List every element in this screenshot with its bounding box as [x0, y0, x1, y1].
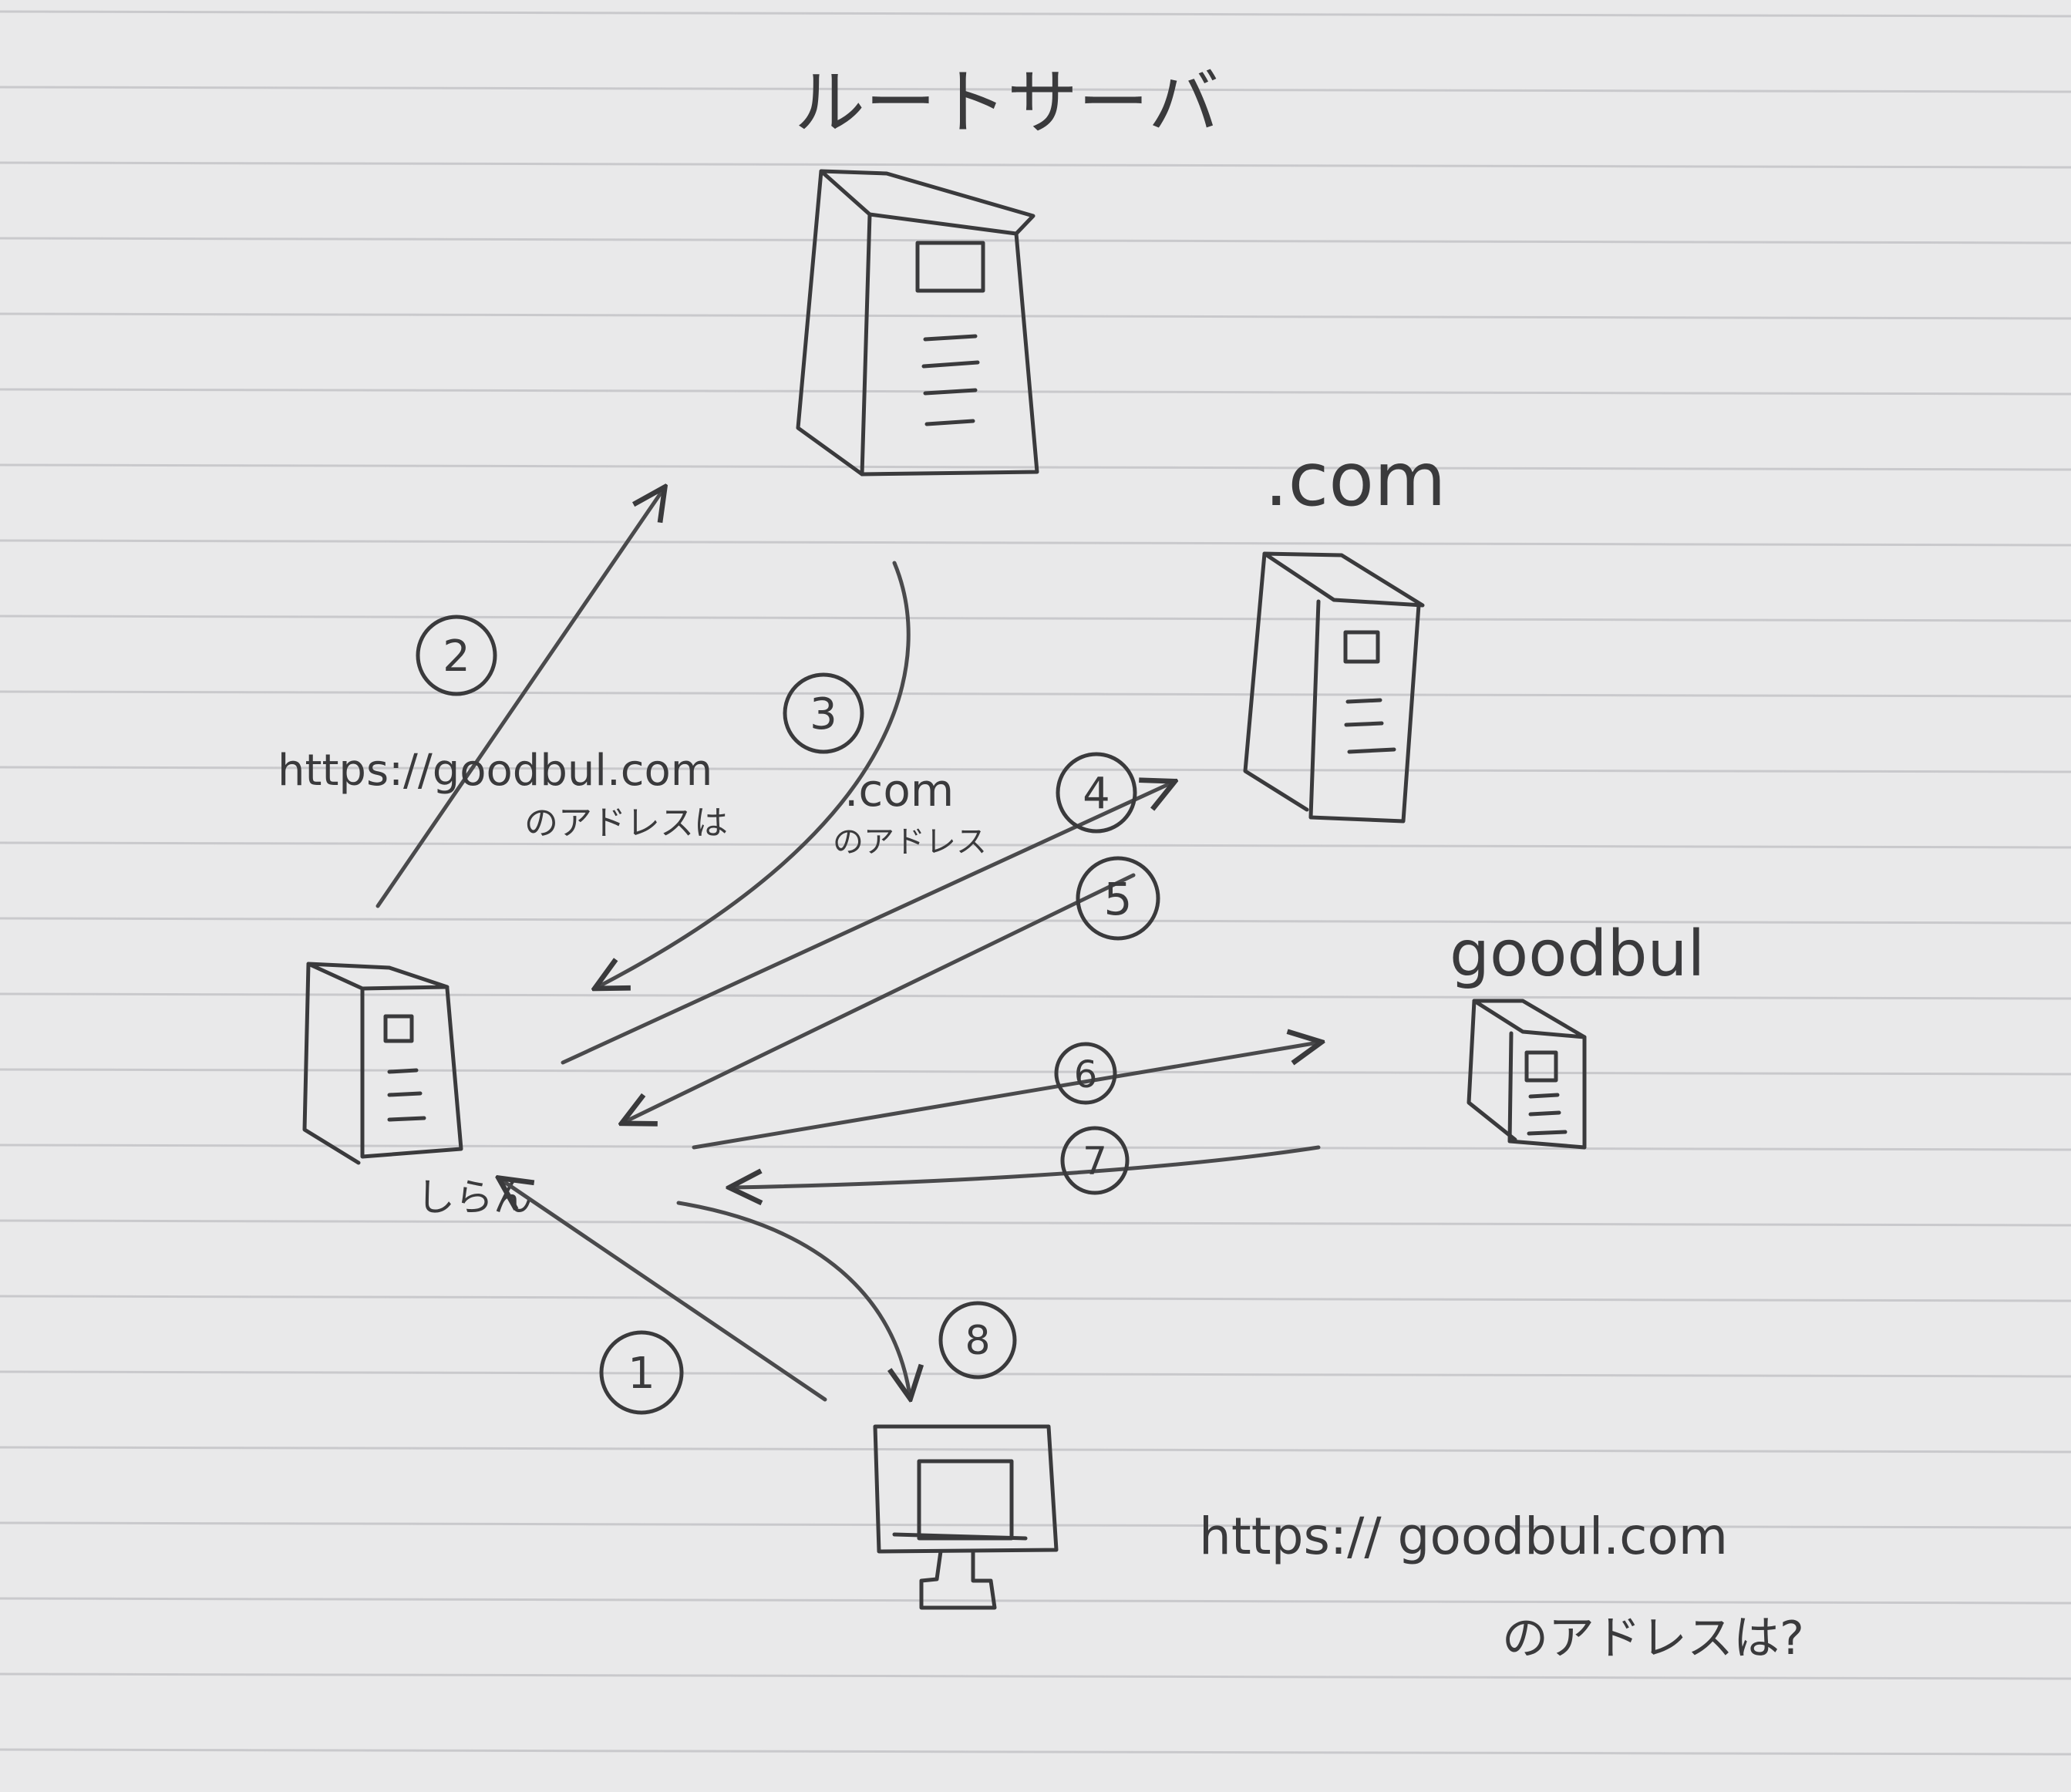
step-1-number: 1	[628, 1349, 655, 1399]
rule-line	[0, 1672, 2071, 1680]
rule-line	[0, 1295, 2071, 1302]
arrow-1-client-to-resolver	[501, 1180, 827, 1402]
step-5-marker: 5	[1076, 856, 1160, 941]
query-note-line1: https://goodbul.com	[278, 746, 712, 796]
step-3-marker: 3	[783, 672, 864, 754]
arrow-4-resolver-to-com	[561, 783, 1172, 1065]
resolver-server	[302, 962, 463, 1165]
step-2-number: 2	[443, 632, 470, 682]
client-question-line2: のアドレスは?	[1502, 1612, 1804, 1666]
rule-line	[0, 766, 2071, 773]
rule-line	[0, 1446, 2071, 1453]
arrow-8-resolver-to-client	[676, 1201, 910, 1396]
arrow-7-goodbul-to-resolver	[732, 1145, 1321, 1187]
rule-line	[0, 615, 2071, 622]
step-markers: 1 2 3 4 5 6 7 8	[416, 615, 1160, 1415]
root-server-label: ルートサーバ	[794, 62, 1219, 144]
rule-line	[0, 1597, 2071, 1605]
goodbul-server-label: goodbul	[1450, 918, 1705, 991]
root-server	[796, 169, 1039, 477]
step-4-number: 4	[1083, 769, 1110, 819]
rule-line	[0, 1068, 2071, 1076]
step-5-number: 5	[1104, 873, 1133, 925]
rule-line	[0, 161, 2071, 169]
step-1-marker: 1	[599, 1330, 684, 1415]
goodbul-server	[1467, 999, 1587, 1150]
step-4-marker: 4	[1056, 752, 1137, 834]
rule-line	[0, 1748, 2071, 1756]
arrow-6-resolver-to-goodbul	[692, 1043, 1318, 1150]
rule-line	[0, 1370, 2071, 1378]
arrows	[375, 490, 1321, 1402]
rule-line	[0, 1219, 2071, 1227]
rule-line	[0, 312, 2071, 320]
notebook-rule-lines	[0, 10, 2071, 1756]
step-6-marker: 6	[1054, 1042, 1117, 1105]
rule-line	[0, 1521, 2071, 1529]
step-8-marker: 8	[938, 1301, 1017, 1379]
resolver-label: しらん	[416, 1175, 532, 1220]
step-3-number: 3	[810, 689, 837, 739]
com-server	[1243, 551, 1425, 824]
arrow-3-root-to-resolver	[598, 561, 911, 987]
arrow-5-com-to-resolver	[625, 873, 1136, 1122]
step-7-marker: 7	[1060, 1126, 1130, 1195]
answer-note-line2: のアドレス	[833, 824, 987, 860]
rule-line	[0, 992, 2071, 1000]
step-8-number: 8	[965, 1318, 990, 1364]
answer-note-line1: .com	[844, 764, 954, 817]
monitor-icon	[873, 1424, 1059, 1610]
client-question-line1: https:// goodbul.com	[1199, 1507, 1728, 1566]
rule-line	[0, 690, 2071, 698]
arrow-2-resolver-to-root	[375, 490, 663, 908]
query-note-line2: のアドレスは	[524, 803, 728, 843]
step-7-number: 7	[1083, 1139, 1107, 1184]
rule-line	[0, 388, 2071, 396]
step-2-marker: 2	[416, 615, 497, 696]
rule-line	[0, 237, 2071, 244]
rule-line	[0, 86, 2071, 93]
rule-line	[0, 10, 2071, 18]
com-server-label: .com	[1264, 436, 1446, 523]
rule-line	[0, 1144, 2071, 1151]
rule-line	[0, 539, 2071, 547]
step-6-number: 6	[1074, 1053, 1098, 1096]
